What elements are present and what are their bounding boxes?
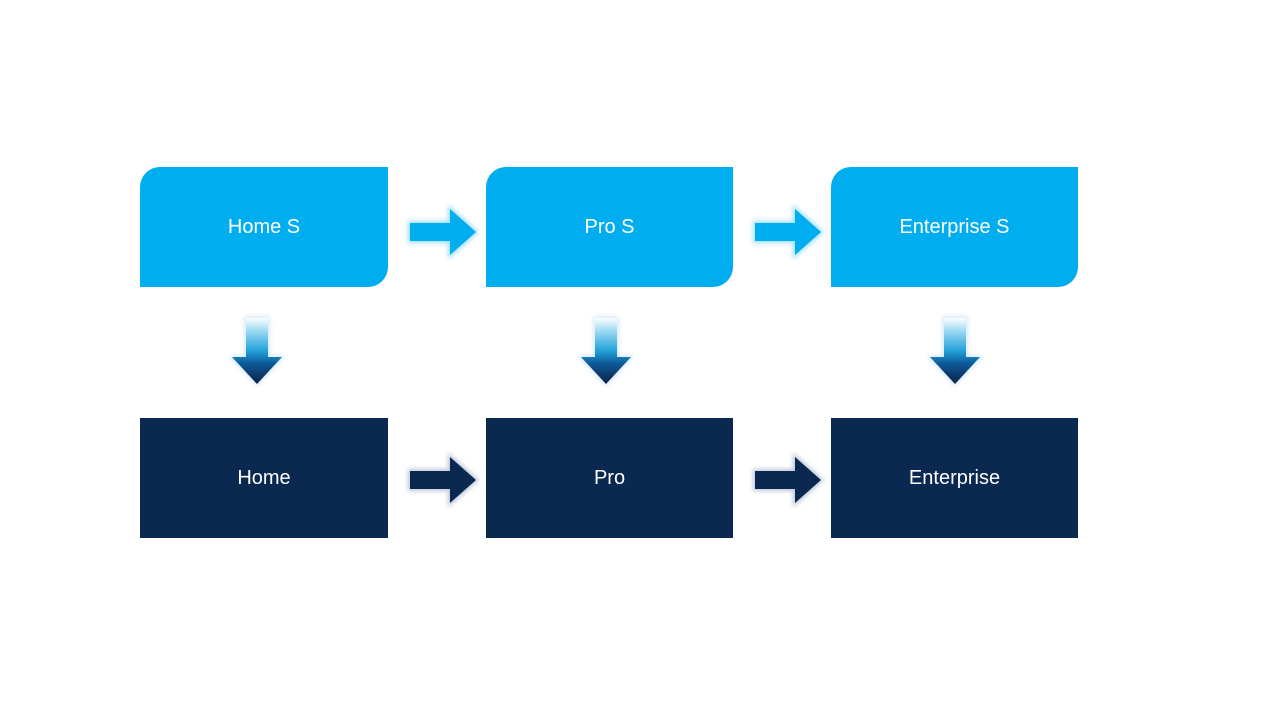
shape-pro-s: Pro S: [486, 167, 733, 287]
shape-enterprise-s: Enterprise S: [831, 167, 1078, 287]
shape-home-s-label: Home S: [227, 216, 301, 238]
connector-pro-to-enterprise: [753, 452, 825, 508]
connector-home-s-to-pro-s: [408, 204, 480, 260]
connector-home-s-to-home: [228, 316, 286, 387]
shape-enterprise-label: Enterprise: [908, 467, 1001, 489]
shape-pro-label: Pro: [593, 467, 626, 489]
shape-home: Home: [140, 418, 388, 538]
connector-pro-s-to-enterprise-s: [753, 204, 825, 260]
shape-home-s: Home S: [140, 167, 388, 287]
right-arrow-icon: [408, 452, 480, 508]
down-arrow-icon: [228, 316, 286, 387]
shape-pro: Pro: [486, 418, 733, 538]
shape-home-label: Home: [237, 467, 291, 489]
shape-enterprise-s-label: Enterprise S: [899, 216, 1010, 238]
right-arrow-icon: [753, 204, 825, 260]
connector-home-to-pro: [408, 452, 480, 508]
shape-enterprise: Enterprise: [831, 418, 1078, 538]
connector-pro-s-to-pro: [577, 316, 635, 387]
right-arrow-icon: [753, 452, 825, 508]
down-arrow-icon: [926, 316, 984, 387]
right-arrow-icon: [408, 204, 480, 260]
connector-enterprise-s-to-enterprise: [926, 316, 984, 387]
shape-pro-s-label: Pro S: [584, 216, 635, 238]
down-arrow-icon: [577, 316, 635, 387]
